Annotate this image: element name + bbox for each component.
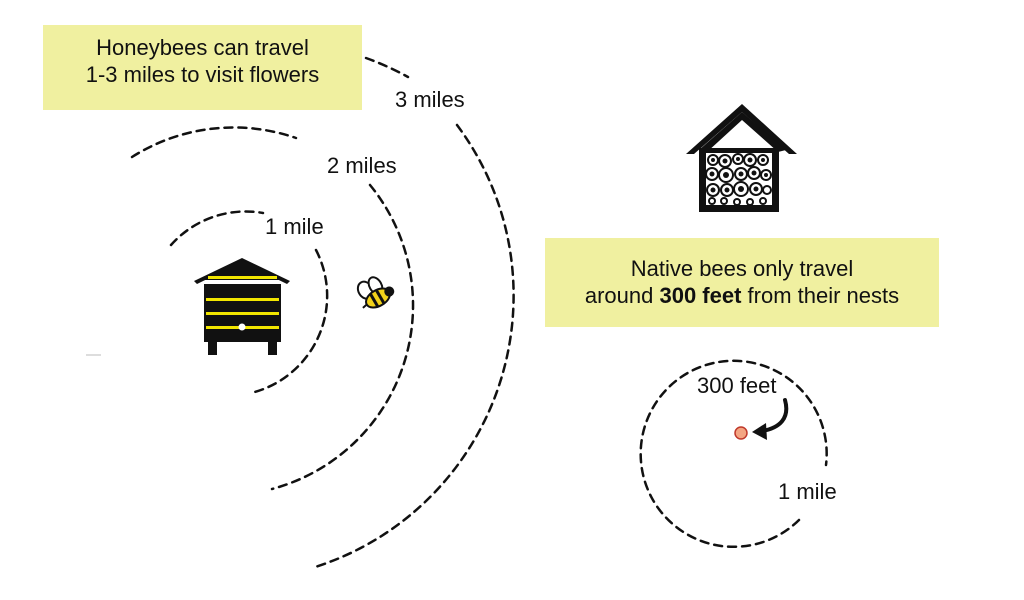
range-label-1-mile: 1 mile [265, 214, 324, 239]
bee-icon [356, 276, 395, 309]
native-callout-distance: 300 feet [659, 283, 742, 308]
ring-1-mile [169, 210, 329, 395]
beehive-icon [194, 258, 290, 355]
ring-1-mile-native [639, 359, 828, 549]
range-label-300-feet: 300 feet [697, 373, 777, 398]
native-callout-line1: Native bees only travel [630, 256, 854, 281]
honeybee-callout-line2: 1-3 miles to visit flowers [85, 62, 320, 87]
curved-arrow-icon [752, 398, 789, 440]
range-label-3-miles: 3 miles [395, 87, 465, 112]
bee-hotel-icon [686, 104, 797, 212]
honeybee-callout: Honeybees can travel 1-3 miles to visit … [43, 25, 362, 110]
range-label-2-miles: 2 miles [327, 153, 397, 178]
honeybee-callout-line1: Honeybees can travel [96, 35, 309, 60]
range-label-native-1-mile: 1 mile [778, 479, 837, 504]
native-callout-line2-post: from their nests [741, 283, 900, 308]
native-bee-callout: Native bees only travel around 300 feet … [545, 238, 939, 327]
native-callout-line2-pre: around [584, 283, 660, 308]
ring-2-miles [130, 126, 415, 491]
native-callout-line2: around 300 feet from their nests [545, 282, 939, 309]
ring-3-miles [310, 56, 515, 570]
nest-dot-icon [734, 426, 748, 440]
